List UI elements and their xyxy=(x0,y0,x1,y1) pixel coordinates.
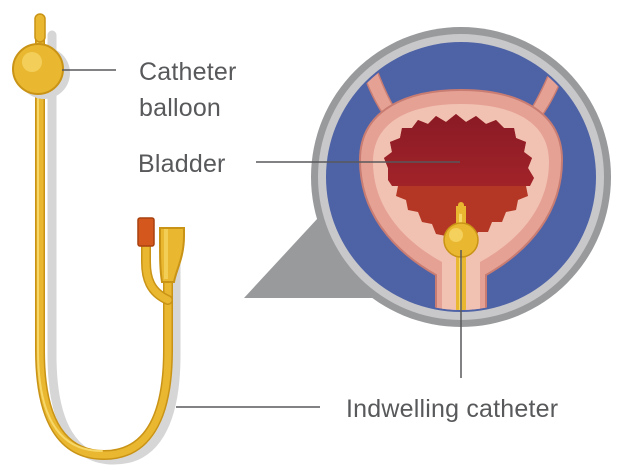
catheter-tip xyxy=(35,14,45,42)
label-indwelling-catheter: Indwelling catheter xyxy=(346,395,558,423)
zoom-callout xyxy=(244,27,611,327)
label-catheter-balloon-line2: balloon xyxy=(139,94,221,122)
catheter-valve xyxy=(138,218,154,246)
label-catheter-balloon-line1: Catheter xyxy=(139,58,237,86)
label-bladder: Bladder xyxy=(138,150,226,178)
